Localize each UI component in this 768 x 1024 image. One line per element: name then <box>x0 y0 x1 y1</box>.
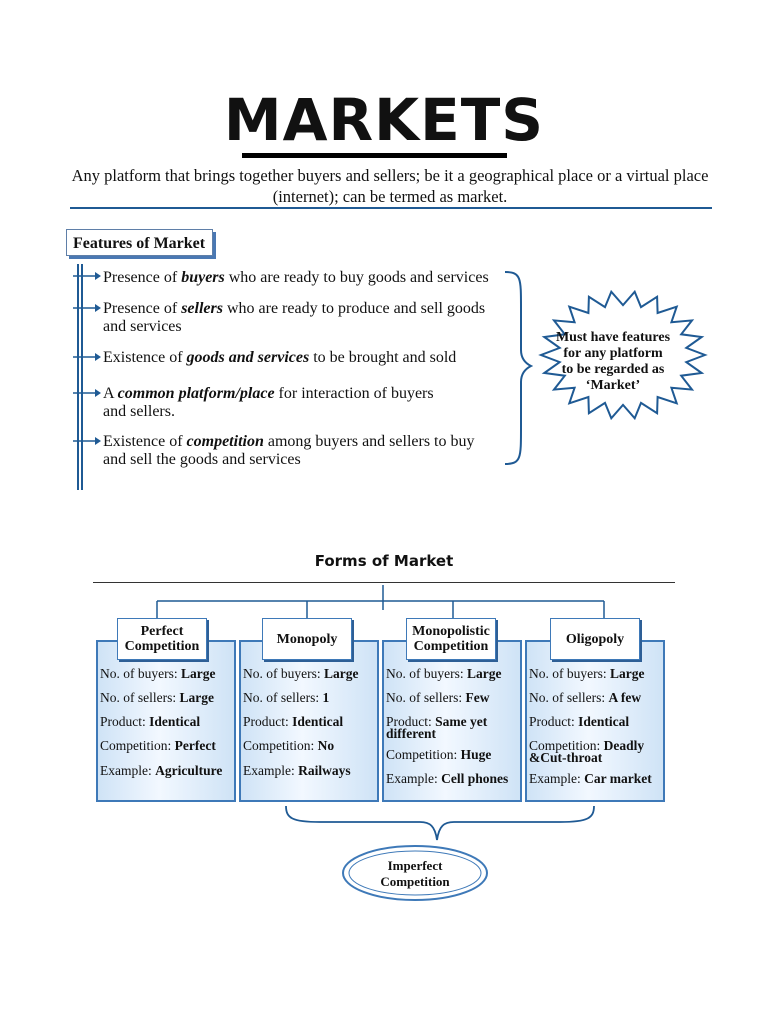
feature-item: A common platform/place for interaction … <box>103 385 434 420</box>
features-timeline-line <box>77 264 79 490</box>
competition-row: Competition: Perfect <box>100 738 216 753</box>
arrow-icon <box>73 353 101 361</box>
title-underline <box>242 153 507 158</box>
forms-title: Forms of Market <box>314 552 454 570</box>
section-divider <box>70 207 712 209</box>
example-row: Example: Cell phones <box>386 771 509 786</box>
features-heading: Features of Market <box>66 229 213 256</box>
example-row: Example: Car market <box>529 771 652 786</box>
product-row: Product: Identical <box>529 714 630 729</box>
arrow-icon <box>73 304 101 312</box>
example-row: Example: Railways <box>243 763 351 778</box>
buyers-row: No. of buyers: Large <box>100 666 216 681</box>
features-timeline-line <box>81 264 83 490</box>
starburst-callout-icon <box>538 289 708 421</box>
brace-icon <box>504 271 533 465</box>
product-row: Product: Same yet different <box>386 714 488 741</box>
market-form-name: Perfect Competition <box>117 618 207 660</box>
sellers-row: No. of sellers: 1 <box>243 690 330 705</box>
feature-item: Existence of goods and services to be br… <box>103 349 457 366</box>
page-title: MARKETS <box>223 86 545 154</box>
market-form-panel <box>525 640 665 802</box>
arrow-icon <box>73 437 101 445</box>
competition-row: Competition: Huge <box>386 747 492 762</box>
feature-item: Presence of buyers who are ready to buy … <box>103 269 489 286</box>
buyers-row: No. of buyers: Large <box>243 666 359 681</box>
example-row: Example: Agriculture <box>100 763 223 778</box>
bottom-brace-icon <box>285 805 595 841</box>
sellers-row: No. of sellers: Large <box>100 690 214 705</box>
product-row: Product: Identical <box>100 714 201 729</box>
callout-text: Must have features for any platform to b… <box>555 330 671 393</box>
imperfect-ellipse-icon <box>342 845 488 901</box>
buyers-row: No. of buyers: Large <box>529 666 645 681</box>
market-form-panel <box>96 640 236 802</box>
buyers-row: No. of buyers: Large <box>386 666 502 681</box>
competition-row: Competition: Deadly &Cut-throat <box>529 738 645 765</box>
market-form-panel <box>239 640 379 802</box>
market-form-name: Oligopoly <box>550 618 640 660</box>
market-definition: Any platform that brings together buyers… <box>71 166 709 206</box>
imperfect-competition-label: Imperfect Competition <box>380 858 450 889</box>
forms-divider <box>93 582 675 583</box>
market-form-name: Monopolistic Competition <box>406 618 496 660</box>
feature-item: Existence of competition among buyers an… <box>103 433 475 468</box>
feature-item: Presence of sellers who are ready to pro… <box>103 300 486 335</box>
arrow-icon <box>73 389 101 397</box>
product-row: Product: Identical <box>243 714 344 729</box>
tree-connector <box>156 585 605 621</box>
sellers-row: No. of sellers: Few <box>386 690 490 705</box>
sellers-row: No. of sellers: A few <box>529 690 642 705</box>
market-form-panel <box>382 640 522 802</box>
arrow-icon <box>73 272 101 280</box>
competition-row: Competition: No <box>243 738 335 753</box>
market-form-name: Monopoly <box>262 618 352 660</box>
